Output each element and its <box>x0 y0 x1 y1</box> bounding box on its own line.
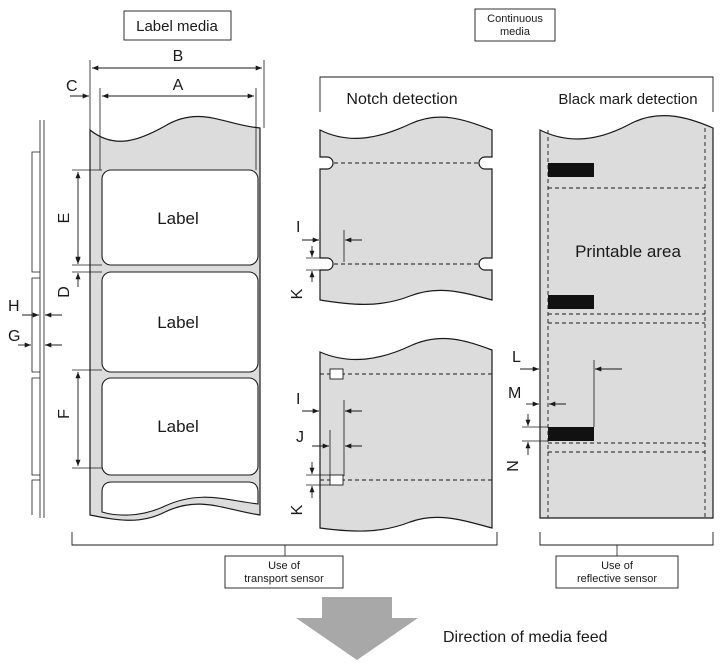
dimension-h-letter: H <box>8 298 20 315</box>
label-2-text: Label <box>157 313 199 332</box>
continuous-media-title-line2: media <box>500 26 531 38</box>
label-1 <box>101 169 259 266</box>
transport-sensor-line1: Use of <box>268 560 301 572</box>
dimension-c-letter: C <box>66 78 78 95</box>
label-3-text: Label <box>157 417 199 436</box>
dimension-n-letter: N <box>505 460 522 472</box>
dimension-k-letter-notch: K <box>289 288 306 299</box>
label-media-header: Label media <box>123 10 232 41</box>
dimension-g-letter: G <box>8 328 20 345</box>
continuous-media-title-line1: Continuous <box>487 13 543 25</box>
label-4-partial <box>101 481 259 516</box>
notch-media-top <box>319 116 493 305</box>
black-mark-media <box>539 115 714 519</box>
label-media-title: Label media <box>136 18 218 35</box>
continuous-media-bracket <box>319 76 714 112</box>
reflective-sensor-line1: Use of <box>601 560 634 572</box>
transport-sensor-line2: transport sensor <box>244 573 324 585</box>
dimension-d-letter: D <box>56 286 73 298</box>
sensor-hole-1 <box>329 368 344 380</box>
feed-direction-arrow <box>296 597 418 660</box>
sensor-hole-2 <box>329 474 344 486</box>
label-3 <box>101 377 259 476</box>
dimension-j-letter: J <box>296 429 304 446</box>
hole-media-bottom <box>319 337 493 532</box>
dimension-b-letter: B <box>173 48 184 65</box>
dimension-a-letter: A <box>173 77 184 94</box>
reflective-sensor-bracket <box>539 532 714 546</box>
dimension-e-letter: E <box>56 213 73 224</box>
printable-area-text: Printable area <box>575 242 681 261</box>
dimension-i-letter-notch: I <box>296 219 300 236</box>
label-2 <box>101 271 259 373</box>
dimension-k-letter-hole: K <box>289 504 306 515</box>
continuous-media-header-box <box>474 8 556 42</box>
black-mark-2 <box>548 295 594 309</box>
notch-detection-title: Notch detection <box>346 91 457 108</box>
black-mark-3 <box>548 427 594 441</box>
dimension-l-letter: L <box>512 349 521 366</box>
feed-direction-text: Direction of media feed <box>443 629 608 646</box>
media-side-profile <box>31 120 45 518</box>
dimension-f-letter: F <box>56 409 73 419</box>
label-media-header-box <box>123 10 232 41</box>
dimension-m-letter: M <box>508 385 521 402</box>
continuous-media-header: Continuous media <box>474 8 556 42</box>
label-1-text: Label <box>157 209 199 228</box>
transport-sensor-bracket <box>71 532 498 546</box>
transport-sensor-box <box>224 555 344 589</box>
reflective-sensor-box <box>555 555 679 589</box>
dimension-i-letter-hole: I <box>296 391 300 408</box>
reflective-sensor-line2: reflective sensor <box>577 573 657 585</box>
black-mark-1 <box>548 163 594 177</box>
black-mark-detection-title: Black mark detection <box>558 91 697 108</box>
